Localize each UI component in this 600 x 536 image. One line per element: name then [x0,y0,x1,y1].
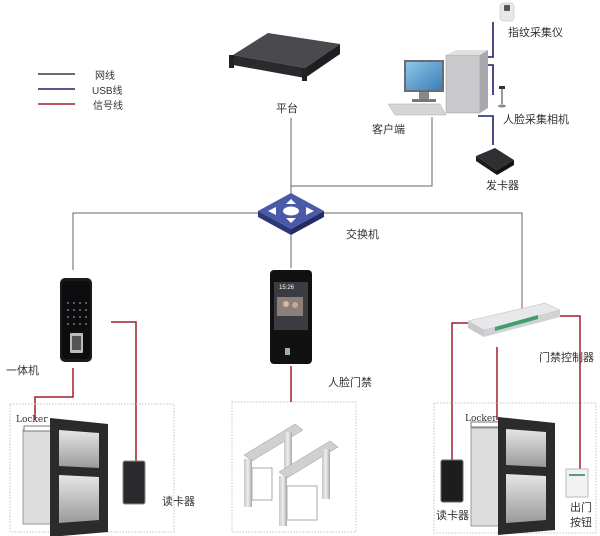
controller-label: 门禁控制器 [539,351,594,364]
face-camera-icon [498,86,506,108]
fingerprint-scanner-icon [499,2,515,22]
face-access-terminal-icon [270,270,312,364]
platform-label: 平台 [276,102,298,115]
fingerprint-label: 指纹采集仪 [508,26,563,39]
locker-right-label: Locker [465,414,497,424]
network-lines [72,117,523,313]
face-camera-label: 人脸采集相机 [503,113,569,126]
all-in-one-label: 一体机 [6,364,39,377]
door-right-icon [470,417,555,535]
card-reader-left-icon [122,460,146,505]
legend [38,73,75,105]
door-controller-icon [467,302,561,337]
card-reader-left-label: 读卡器 [162,495,195,508]
sig-ctrl-exit [560,315,581,471]
face-access-label: 人脸门禁 [328,376,372,389]
sig-ctrl-reader [451,322,470,462]
all-in-one-terminal-icon [60,278,92,362]
card-reader-right-icon [440,459,464,503]
platform-server-icon [229,33,340,81]
sig-aio-reader [111,321,137,463]
zone-left [9,403,175,533]
client-pc-icon [387,50,488,116]
card-reader-right-label: 读卡器 [436,509,469,522]
signal-lines [34,315,581,471]
locker-left-label: Locker [16,415,48,425]
switch-icon [258,193,324,235]
legend-label-network: 网线 [95,71,115,82]
turnstile-icon [243,423,339,526]
sig-aio-locker [34,368,74,420]
legend-label-signal: 信号线 [93,101,123,112]
net-switch-right [322,212,523,313]
net-switch-left [72,212,258,270]
card-issuer-label: 发卡器 [486,179,519,192]
exit-button-label-line1: 出门 [570,501,592,514]
usb-card-issuer [478,115,494,145]
exit-button-label-line2: 按钮 [570,516,592,529]
switch-label: 交换机 [346,228,379,241]
card-issuer-icon [476,148,514,175]
zone-center [231,401,357,533]
client-label: 客户端 [372,123,405,136]
net-client-switch [291,117,433,187]
legend-label-usb: USB线 [92,86,123,97]
face-screen-time: 15:26 [279,285,295,291]
door-left-icon [22,418,108,536]
exit-button-icon [565,468,589,498]
